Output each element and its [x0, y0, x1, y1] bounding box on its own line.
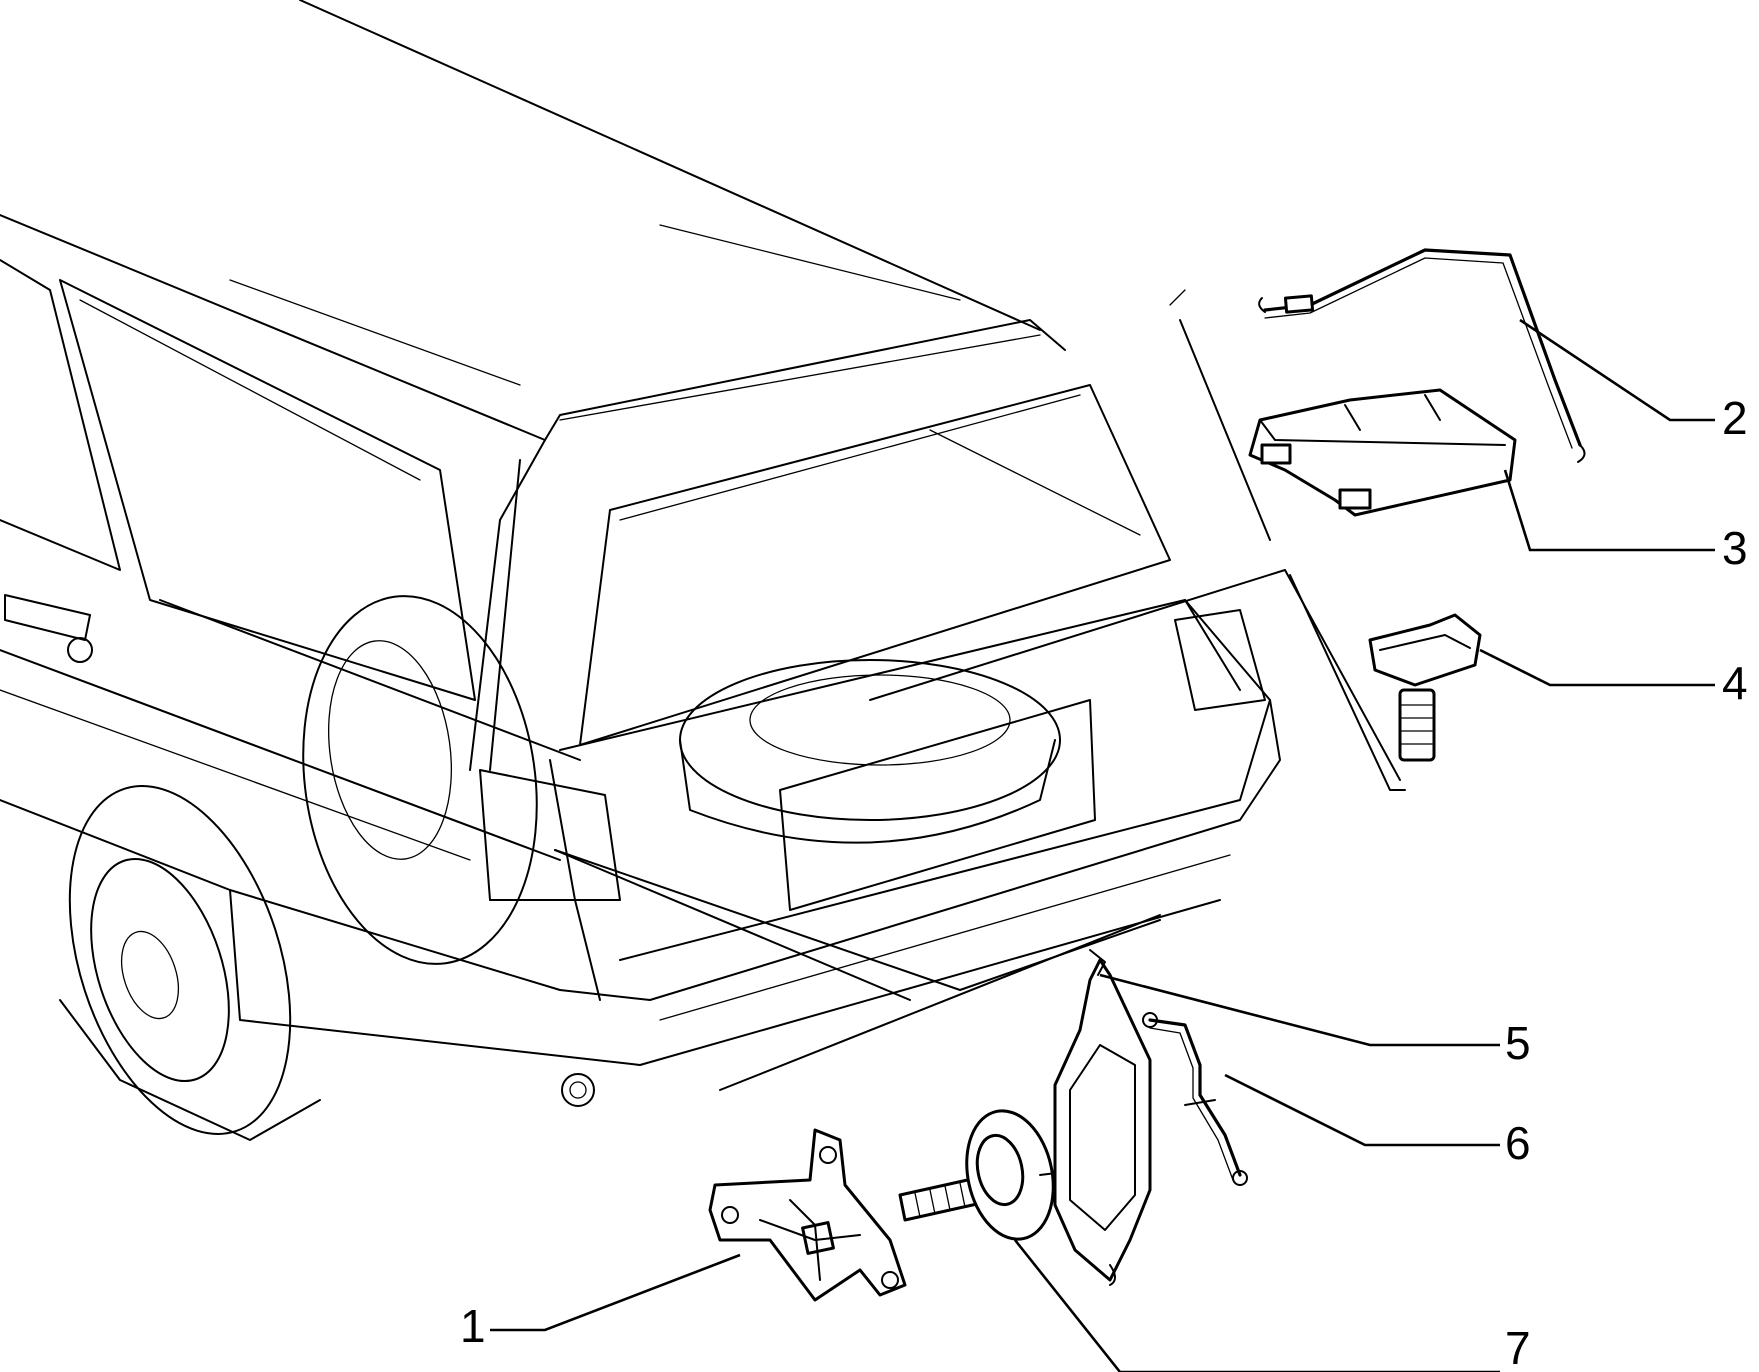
part-3-bracket [1248, 388, 1517, 517]
assembly-guide-lines [554, 289, 1406, 1001]
callout-label-2: 2 [1722, 392, 1748, 444]
callout-leaders [490, 318, 1715, 1372]
part-1-wheel-holder [708, 1128, 907, 1302]
part-7-threaded-bolt [898, 1109, 1081, 1241]
part-5-bracket-plate [1053, 949, 1152, 1286]
callout-labels: 2 3 4 5 6 1 7 [460, 392, 1748, 1372]
callout-label-1: 1 [460, 1300, 486, 1352]
callout-label-4: 4 [1722, 657, 1748, 709]
part-4-stud-bolt [1368, 613, 1482, 762]
part-2-rod [1258, 248, 1586, 463]
callout-label-6: 6 [1505, 1117, 1531, 1169]
part-6-wire-bracket [1142, 1012, 1248, 1186]
callout-label-3: 3 [1722, 522, 1748, 574]
callout-label-7: 7 [1505, 1322, 1531, 1372]
callout-label-5: 5 [1505, 1017, 1531, 1069]
car-body-illustration [0, 0, 1281, 1141]
